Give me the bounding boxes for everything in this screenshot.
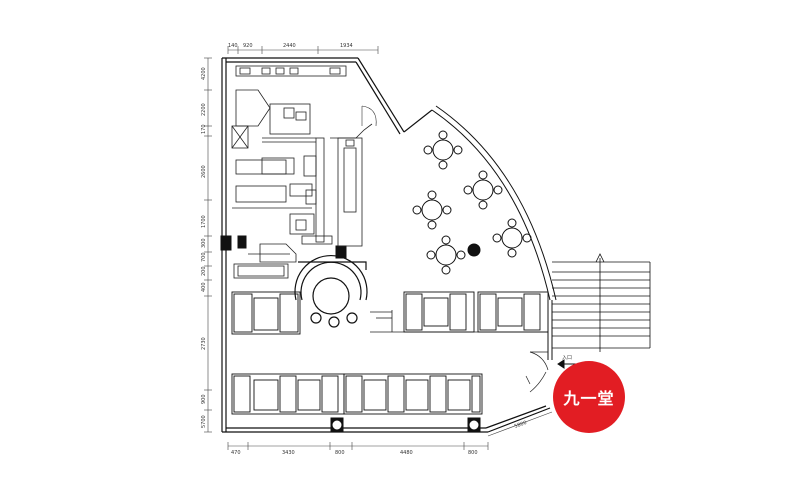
- bottom-dim-label-5: 800: [468, 450, 478, 456]
- left-dim-label-11: 900: [201, 394, 207, 404]
- left-dim-label-10: 2730: [201, 337, 207, 350]
- round-bar: [294, 255, 368, 328]
- top-dim-label-3: 2440: [283, 43, 296, 49]
- kitchen: [231, 65, 347, 279]
- round-table-3: [412, 190, 452, 230]
- bottom-dim-label-2: 3430: [282, 450, 295, 456]
- diagonal-dim-label: 5800: [514, 420, 528, 430]
- left-dim-label-3: 170: [201, 124, 207, 134]
- left-dim-label-9: 400: [201, 282, 207, 292]
- left-dim-label-4: 2600: [201, 165, 207, 178]
- bottom-dim-label-3: 800: [335, 450, 345, 456]
- booth-row-right: [403, 291, 549, 333]
- round-table-5: [426, 235, 466, 275]
- column-round: [467, 243, 481, 257]
- left-dim-label-1: 4200: [201, 67, 207, 80]
- external-stair: [552, 253, 651, 352]
- bottom-dim-label-4: 4480: [400, 450, 413, 456]
- round-table-2: [463, 170, 503, 210]
- outer-walls: [221, 57, 551, 433]
- diagonal-dimension-line: [487, 411, 553, 437]
- round-table-4: [492, 218, 532, 258]
- column-1: [220, 235, 232, 251]
- left-dim-label-2: 2200: [201, 103, 207, 116]
- bottom-dimension-line: [227, 442, 489, 450]
- left-dim-label-8: 200: [201, 266, 207, 276]
- left-dim-label-6: 300: [201, 238, 207, 248]
- service-counter: [330, 123, 373, 247]
- top-dimension-line: [227, 46, 379, 54]
- top-dim-label-4: 1934: [340, 43, 353, 49]
- entrance-door: [525, 351, 549, 393]
- entrance-label: 入口: [562, 355, 572, 361]
- left-dim-label-5: 1700: [201, 215, 207, 228]
- booth-step: [370, 310, 548, 333]
- column-2: [237, 235, 247, 249]
- door-swing: [361, 105, 377, 127]
- booth-row-bottom: [231, 373, 483, 415]
- left-dim-label-7: 700: [201, 252, 207, 262]
- brand-badge: 九一堂: [553, 361, 625, 433]
- bottom-dim-label-1: 470: [231, 450, 241, 456]
- round-table-1: [423, 130, 463, 170]
- curved-facade: [431, 105, 557, 301]
- left-dimension-line: [204, 57, 212, 433]
- booth-row-left: [231, 291, 301, 335]
- top-dim-label-2: 920: [243, 43, 253, 49]
- left-dim-label-12: 5700: [201, 415, 207, 428]
- top-dim-label-1: 140: [228, 43, 238, 49]
